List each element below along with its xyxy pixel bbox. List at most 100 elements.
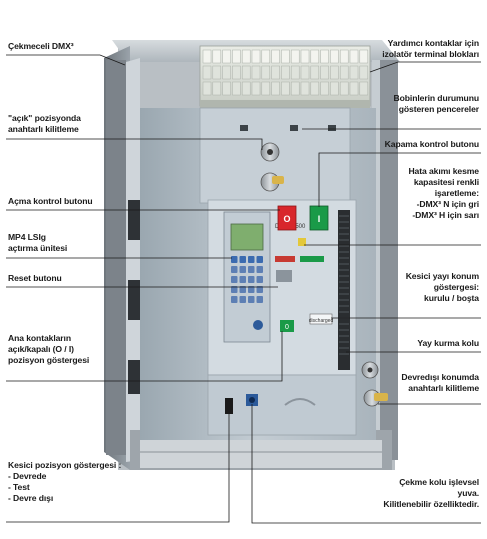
trip-unit-key[interactable] <box>239 256 247 263</box>
terminal-cell <box>222 49 231 64</box>
callout-line: - Devre dışı <box>8 493 54 503</box>
terminal-cell <box>251 81 261 96</box>
terminal-cell <box>212 49 222 64</box>
terminal-cell <box>359 65 369 80</box>
callout-line: yuva. <box>457 488 480 498</box>
terminal-cell <box>339 65 349 80</box>
terminal-cell <box>202 81 212 96</box>
trip-unit-key[interactable] <box>239 266 247 273</box>
terminal-cell <box>281 49 290 64</box>
trip-unit-key[interactable] <box>248 296 255 303</box>
leader-acik-pozisyon <box>6 138 263 150</box>
terminal-cell <box>290 81 300 96</box>
trip-unit-key[interactable] <box>256 256 264 263</box>
callout-line: MP4 LSIg <box>8 232 46 242</box>
trip-unit-key[interactable] <box>248 286 255 293</box>
terminal-cell <box>339 81 349 96</box>
trip-unit-key[interactable] <box>239 286 247 293</box>
terminal-cell <box>271 49 280 64</box>
terminal-cell <box>349 65 359 80</box>
trip-unit-key[interactable] <box>231 286 238 293</box>
callout-cekmeceli: Çekmeceli DMX³ <box>8 41 74 52</box>
terminal-cell <box>339 49 349 64</box>
callout-line: gösteren pencereler <box>398 104 479 114</box>
trip-unit-key[interactable] <box>256 266 264 273</box>
terminal-cell <box>212 81 222 96</box>
terminal-cell <box>300 49 310 64</box>
terminal-cell <box>261 49 271 64</box>
callout-line: anahtarlı kilitleme <box>8 124 79 134</box>
callout-line: -DMX³ H için sarı <box>412 210 479 220</box>
callout-line: kapasitesi renkli <box>413 177 479 187</box>
reset-button[interactable] <box>275 256 295 262</box>
callout-kapama: Kapama kontrol butonu <box>385 139 479 150</box>
callout-line: Yay kurma kolu <box>417 338 479 348</box>
callout-line: Reset butonu <box>8 273 62 283</box>
leader-cekme-kolu <box>251 404 481 524</box>
terminal-cell <box>330 65 339 80</box>
trip-unit-key[interactable] <box>239 296 247 303</box>
terminal-cell <box>359 49 369 64</box>
terminal-cell <box>349 81 359 96</box>
terminal-cell <box>271 81 280 96</box>
racking-position-indicator <box>225 398 233 414</box>
callout-reset: Reset butonu <box>8 273 62 284</box>
callout-acma-kontrol: Açma kontrol butonu <box>8 196 93 207</box>
terminal-cell <box>241 49 251 64</box>
callout-line: Kesici yayı konum <box>405 271 479 281</box>
trip-unit-blue-button[interactable] <box>253 320 263 330</box>
main-contact-indicator <box>280 320 294 332</box>
terminal-cell <box>202 65 212 80</box>
terminal-cell <box>232 49 241 64</box>
terminal-cell <box>310 81 320 96</box>
breaker-body: DMX³ 2500 O I discharged 0 <box>140 107 388 440</box>
trip-unit-key[interactable] <box>231 296 238 303</box>
terminal-cell <box>222 81 231 96</box>
terminal-cell <box>251 65 261 80</box>
callout-line: Yardımcı kontaklar için <box>387 38 479 48</box>
coil-window-3 <box>328 125 336 131</box>
coil-window-2 <box>290 125 298 131</box>
svg-text:discharged: discharged <box>309 318 334 324</box>
trip-unit-key[interactable] <box>248 276 255 283</box>
terminal-cell <box>261 81 271 96</box>
callout-line: Çekme kolu işlevsel <box>399 477 479 487</box>
open-button[interactable] <box>277 205 297 231</box>
trip-unit-key[interactable] <box>231 266 238 273</box>
leader-ana-kontak <box>6 331 283 382</box>
leader-cekmeceli <box>6 54 126 66</box>
callout-line: Hata akımı kesme <box>408 166 479 176</box>
trip-unit-key[interactable] <box>256 296 264 303</box>
coil-window-1 <box>240 125 248 131</box>
terminal-cell <box>251 49 261 64</box>
terminal-cell <box>281 81 290 96</box>
trip-unit-key[interactable] <box>248 266 255 273</box>
callout-line: Kapama kontrol butonu <box>384 139 479 149</box>
terminal-cell <box>320 49 329 64</box>
terminal-cell <box>290 65 300 80</box>
trip-unit-key[interactable] <box>256 286 264 293</box>
callout-line: -DMX³ N için gri <box>416 199 479 209</box>
trip-unit-key[interactable] <box>248 256 255 263</box>
callout-line: Kesici pozisyon göstergesi : <box>8 460 122 470</box>
leader-kapama <box>318 152 481 207</box>
trip-unit-key[interactable] <box>231 276 238 283</box>
trip-unit-key[interactable] <box>231 256 238 263</box>
terminal-cell <box>232 81 241 96</box>
svg-text:0: 0 <box>285 324 289 331</box>
leader-kesici-pozisyon <box>6 407 230 523</box>
trip-unit-key[interactable] <box>239 276 247 283</box>
callout-line: pozisyon göstergesi <box>8 355 90 365</box>
callout-line: Devredışı konumda <box>401 372 479 382</box>
callout-line: göstergesi: <box>433 282 479 292</box>
trip-unit-key[interactable] <box>256 276 264 283</box>
